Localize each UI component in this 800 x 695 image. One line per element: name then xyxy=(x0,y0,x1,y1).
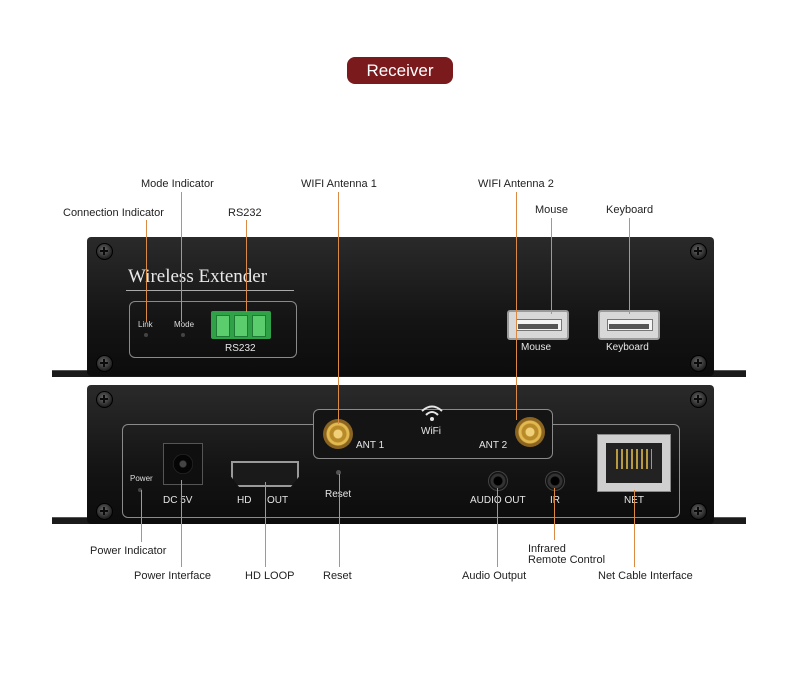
screw-icon xyxy=(96,391,113,408)
screw-icon xyxy=(96,243,113,260)
brand-name: Wireless Extender xyxy=(128,266,268,287)
callout-rs232: RS232 xyxy=(228,207,262,219)
antenna-2-connector[interactable] xyxy=(515,417,545,447)
wifi-label: WiFi xyxy=(421,426,441,437)
callout-mouse: Mouse xyxy=(535,204,569,216)
leader-line xyxy=(339,474,340,567)
keyboard-usb-port[interactable] xyxy=(598,310,660,340)
leader-line xyxy=(497,488,498,567)
leader-line xyxy=(265,482,266,567)
brand-underline xyxy=(126,290,294,291)
page-title: Receiver xyxy=(347,57,453,84)
screw-icon xyxy=(96,503,113,520)
link-label: Link xyxy=(138,320,153,329)
callout-power-indicator: Power Indicator xyxy=(90,545,167,557)
callout-audio-output: Audio Output xyxy=(462,570,527,582)
callout-wifi-antenna-2: WIFI Antenna 2 xyxy=(478,178,554,190)
rs232-terminal-block[interactable] xyxy=(211,311,271,339)
keyboard-port-label: Keyboard xyxy=(606,342,649,353)
ir-label: IR xyxy=(550,495,560,506)
leader-line xyxy=(181,192,182,322)
callout-reset: Reset xyxy=(323,570,352,582)
leader-line xyxy=(629,218,630,314)
net-rj45-port[interactable] xyxy=(597,434,671,492)
leader-line xyxy=(516,192,517,420)
power-led xyxy=(138,488,142,492)
callout-mode-indicator: Mode Indicator xyxy=(141,178,214,190)
dc-power-jack[interactable] xyxy=(163,443,203,485)
reset-label: Reset xyxy=(325,489,351,500)
out-label: OUT xyxy=(267,495,289,506)
callout-remote-control: Remote Control xyxy=(528,554,606,566)
reset-button[interactable] xyxy=(336,470,341,475)
callout-infrared: Infrared xyxy=(528,543,566,555)
rs232-port-label: RS232 xyxy=(225,343,256,354)
mouse-usb-port[interactable] xyxy=(507,310,569,340)
antenna-1-connector[interactable] xyxy=(323,419,353,449)
ant1-label: ANT 1 xyxy=(356,440,385,451)
leader-line xyxy=(551,218,552,314)
front-indicator-frame xyxy=(129,301,297,358)
callout-wifi-antenna-1: WIFI Antenna 1 xyxy=(301,178,377,190)
audio-out-jack[interactable] xyxy=(488,471,508,491)
callout-connection-indicator: Connection Indicator xyxy=(63,207,164,219)
callout-power-interface: Power Interface xyxy=(134,570,212,582)
link-led xyxy=(144,333,148,337)
leader-line xyxy=(141,490,142,542)
leader-line xyxy=(554,488,555,540)
screw-icon xyxy=(690,243,707,260)
callout-keyboard: Keyboard xyxy=(606,204,654,216)
callout-hd-loop: HD LOOP xyxy=(245,570,295,582)
leader-line xyxy=(634,490,635,567)
leader-line xyxy=(246,220,247,312)
screw-icon xyxy=(690,503,707,520)
dc-label: DC 5V xyxy=(163,495,193,506)
ant2-label: ANT 2 xyxy=(479,440,508,451)
wifi-icon xyxy=(421,405,443,421)
screw-icon xyxy=(690,355,707,372)
front-panel xyxy=(87,237,714,376)
callout-net-cable-interface: Net Cable Interface xyxy=(598,570,693,582)
ir-jack[interactable] xyxy=(545,471,565,491)
screw-icon xyxy=(690,391,707,408)
power-label: Power xyxy=(130,474,153,483)
leader-line xyxy=(338,192,339,424)
leader-line xyxy=(181,480,182,567)
hd-label: HD xyxy=(237,495,252,506)
leader-line xyxy=(146,220,147,322)
mode-label: Mode xyxy=(174,320,195,329)
mode-led xyxy=(181,333,185,337)
screw-icon xyxy=(96,355,113,372)
mouse-port-label: Mouse xyxy=(521,342,552,353)
